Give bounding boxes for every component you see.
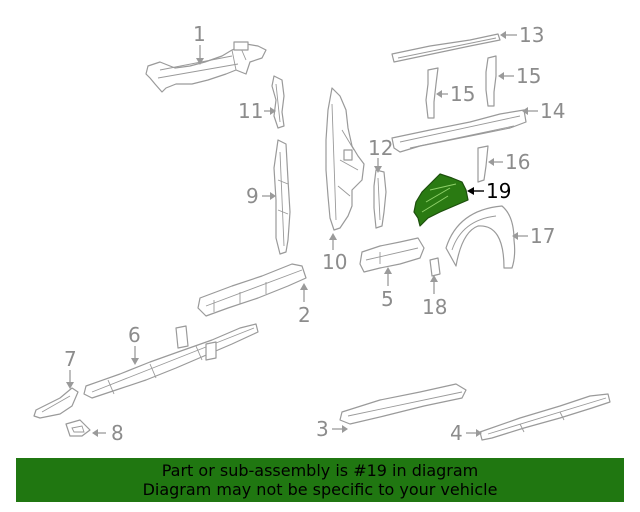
banner-line-2: Diagram may not be specific to your vehi… [142,480,498,499]
callout-10: 10 [322,250,347,274]
callout-11: 11 [238,99,263,123]
part-7[interactable] [33,387,79,419]
callout-18: 18 [422,295,447,319]
part-16[interactable] [477,145,489,183]
callout-3: 3 [316,417,329,441]
part-11[interactable] [271,75,285,129]
part-1[interactable] [145,41,267,93]
callout-17: 17 [530,224,555,248]
callout-labels: 1 11 9 10 12 13 15 15 14 16 19 17 5 18 2… [64,22,565,445]
part-17[interactable] [445,205,516,269]
part-5[interactable] [359,237,425,273]
part-9[interactable] [273,139,291,255]
part-19[interactable] [413,173,469,227]
banner-line-1: Part or sub-assembly is #19 in diagram [161,461,479,480]
part-12[interactable] [373,169,387,229]
callout-5: 5 [381,287,394,311]
callout-15-right: 15 [516,64,541,88]
callout-15-left: 15 [450,82,475,106]
part-3[interactable] [339,383,467,425]
part-6[interactable] [83,323,259,399]
callout-4: 4 [450,421,463,445]
leader-lines [66,31,538,437]
part-10[interactable] [325,87,365,231]
info-banner: Part or sub-assembly is #19 in diagram D… [16,458,624,502]
callout-2: 2 [298,303,311,327]
part-15-right[interactable] [485,55,497,107]
part-14[interactable] [391,109,527,153]
callout-1: 1 [193,22,206,46]
callout-6: 6 [128,323,141,347]
part-2[interactable] [197,263,307,317]
callout-9: 9 [246,184,259,208]
callout-7: 7 [64,347,77,371]
callout-19: 19 [486,179,511,203]
part-4[interactable] [479,393,611,441]
part-13[interactable] [391,33,501,63]
part-18[interactable] [429,257,441,277]
callout-12: 12 [368,136,393,160]
callout-16: 16 [505,150,530,174]
callout-13: 13 [519,23,544,47]
part-8[interactable] [65,419,91,437]
callout-14: 14 [540,99,565,123]
part-15-left[interactable] [425,67,439,119]
callout-8: 8 [111,421,124,445]
